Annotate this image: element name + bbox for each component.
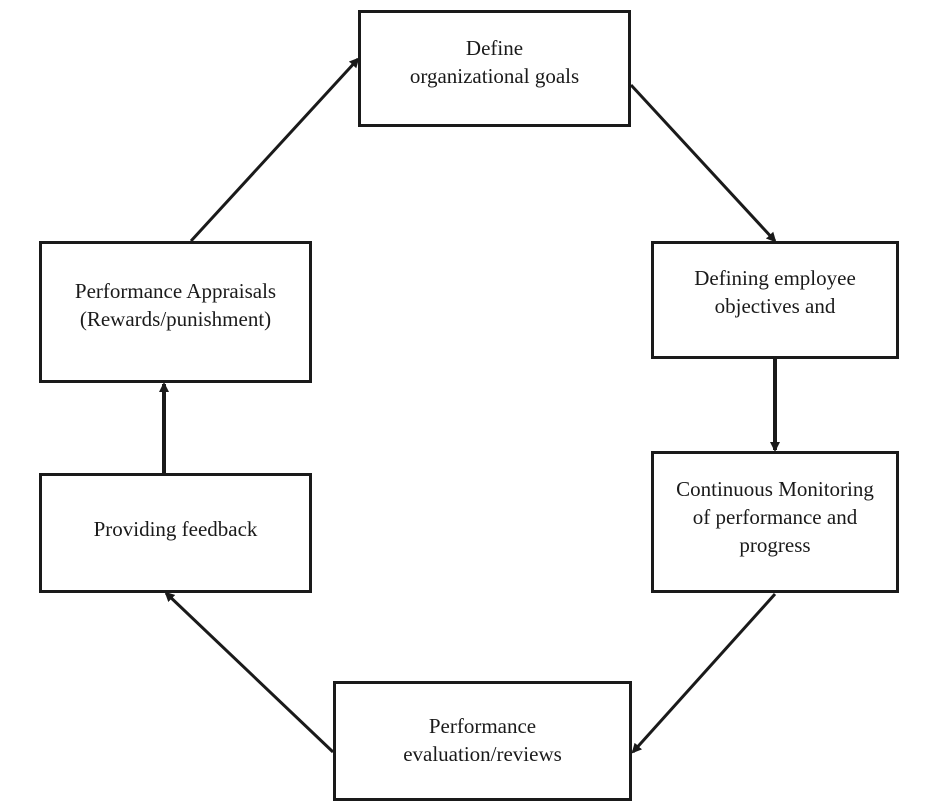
node-performance-appraisals: Performance Appraisals (Rewards/punishme…: [39, 241, 312, 383]
node-label-line: Performance Appraisals: [74, 279, 277, 303]
node-label: Performance evaluation/reviews: [397, 712, 568, 768]
node-label-line: organizational goals: [409, 63, 580, 88]
node-label: Defining employee objectives and: [688, 264, 862, 320]
node-label-line: Define: [465, 35, 524, 60]
node-label-line: Continuous Monitoring: [676, 477, 874, 501]
node-defining-employee-objectives: Defining employee objectives and: [651, 241, 899, 359]
edge-appraisals-to-goals: [189, 57, 360, 243]
node-providing-feedback: Providing feedback: [39, 473, 312, 593]
node-label-line: Providing feedback: [93, 517, 258, 541]
edge-monitoring-to-evaluation: [631, 592, 777, 754]
node-continuous-monitoring: Continuous Monitoring of performance and…: [651, 451, 899, 593]
node-label-line: objectives and: [714, 294, 836, 318]
node-label-line: Defining employee: [694, 266, 856, 290]
node-label: Providing feedback: [88, 515, 264, 543]
node-label: Continuous Monitoring of performance and…: [670, 475, 880, 559]
node-label-line: progress: [739, 533, 811, 557]
node-performance-evaluation: Performance evaluation/reviews: [333, 681, 632, 801]
edge-evaluation-to-feedback: [164, 591, 335, 754]
node-label-line: evaluation/reviews: [403, 742, 562, 766]
node-label-line: (Rewards/punishment): [79, 307, 272, 331]
node-define-organizational-goals: Define organizational goals: [358, 10, 631, 127]
node-label: Define organizational goals: [404, 34, 585, 90]
edge-goals-to-objectives: [629, 83, 777, 243]
node-label: Performance Appraisals (Rewards/punishme…: [69, 277, 282, 333]
node-label-line: Performance: [428, 714, 537, 738]
node-label-line: of performance and: [692, 505, 858, 529]
